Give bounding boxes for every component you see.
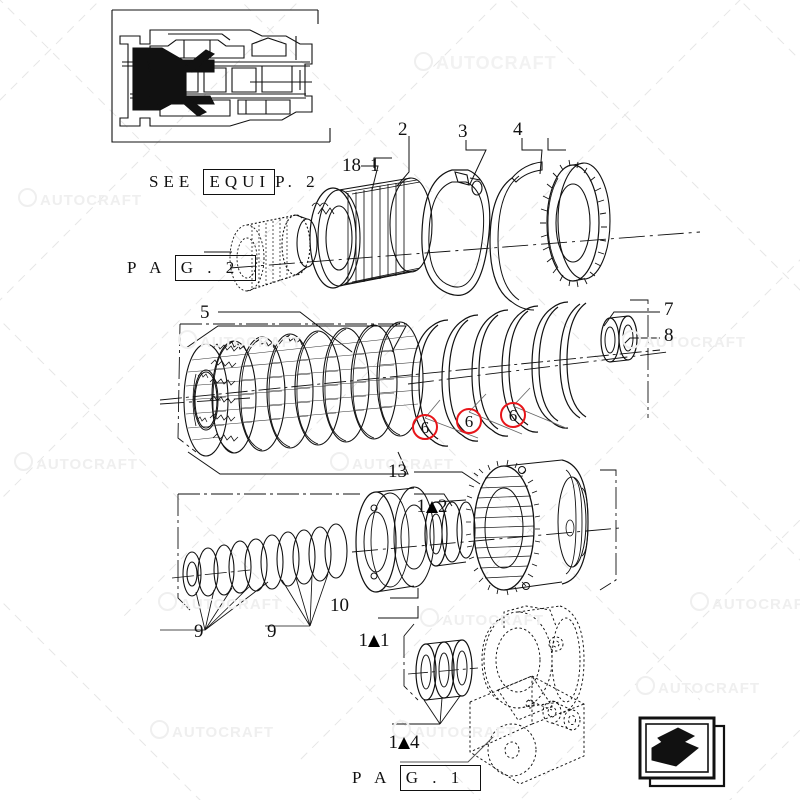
watermark-logo: AUTOCRAFT (158, 592, 282, 613)
highlighted-callout-6-b[interactable]: 6 (456, 408, 482, 434)
watermark-logo: AUTOCRAFT (690, 592, 800, 613)
callout-9-left[interactable]: 9 (194, 621, 204, 642)
highlighted-callout-6-c-label: 6 (508, 406, 518, 425)
watermark-logo: AUTOCRAFT (420, 608, 544, 629)
callout-4[interactable]: 4 (513, 119, 523, 140)
highlighted-callout-6-a-label: 6 (420, 418, 430, 437)
callout-1[interactable]: 1 (370, 155, 380, 176)
pag-2-prefix: P A (127, 258, 175, 277)
triangle-marker-icon (398, 737, 410, 749)
pag-1-prefix: P A (352, 768, 400, 787)
watermark-logo: AUTOCRAFT (622, 330, 746, 351)
callout-14-pre: 1 (388, 732, 399, 753)
callout-10[interactable]: 10 (330, 595, 349, 616)
pag-2-boxed: G . 2 (174, 255, 257, 281)
highlighted-callout-6-a[interactable]: 6 (412, 414, 438, 440)
pag-2-reference[interactable]: P A G . 2 (90, 238, 257, 298)
watermark-logo: AUTOCRAFT (330, 452, 454, 473)
watermark-logo: AUTOCRAFT (636, 676, 760, 697)
callout-18[interactable]: 18 (342, 155, 361, 176)
callout-11-post: 1 (380, 630, 390, 651)
callout-3[interactable]: 3 (458, 121, 468, 142)
callout-5[interactable]: 5 (200, 302, 210, 323)
see-equip-prefix: SEE (149, 172, 204, 191)
highlighted-callout-6-c[interactable]: 6 (500, 402, 526, 428)
watermark-ring-icon (414, 52, 433, 71)
pag-1-boxed: G . 1 (399, 765, 482, 791)
callout-11-pre: 1 (358, 630, 369, 651)
see-equip-boxed: EQUI (203, 169, 276, 195)
callout-8[interactable]: 8 (664, 325, 674, 346)
callout-14-post: 4 (410, 732, 420, 753)
callout-12-pre: 1 (416, 496, 427, 517)
callout-13[interactable]: 13 (388, 461, 407, 482)
page-arrow-icon[interactable] (636, 716, 732, 790)
triangle-marker-icon (368, 635, 380, 647)
watermark-logo: AUTOCRAFT (414, 52, 557, 74)
watermark-logo: AUTOCRAFT (14, 452, 138, 473)
watermark-logo: AUTOCRAFT (178, 330, 302, 351)
see-equip-suffix: P. 2 (275, 172, 320, 191)
callout-9-right[interactable]: 9 (267, 621, 277, 642)
highlighted-callout-6-b-label: 6 (464, 412, 474, 431)
callout-7[interactable]: 7 (664, 299, 674, 320)
watermark-logo: AUTOCRAFT (150, 720, 274, 741)
pag-1-reference[interactable]: P A G . 1 (315, 748, 482, 808)
triangle-marker-icon (426, 501, 438, 513)
callout-2[interactable]: 2 (398, 119, 408, 140)
callout-12-post: 2 (438, 496, 448, 517)
watermark-logo: AUTOCRAFT (18, 188, 142, 209)
